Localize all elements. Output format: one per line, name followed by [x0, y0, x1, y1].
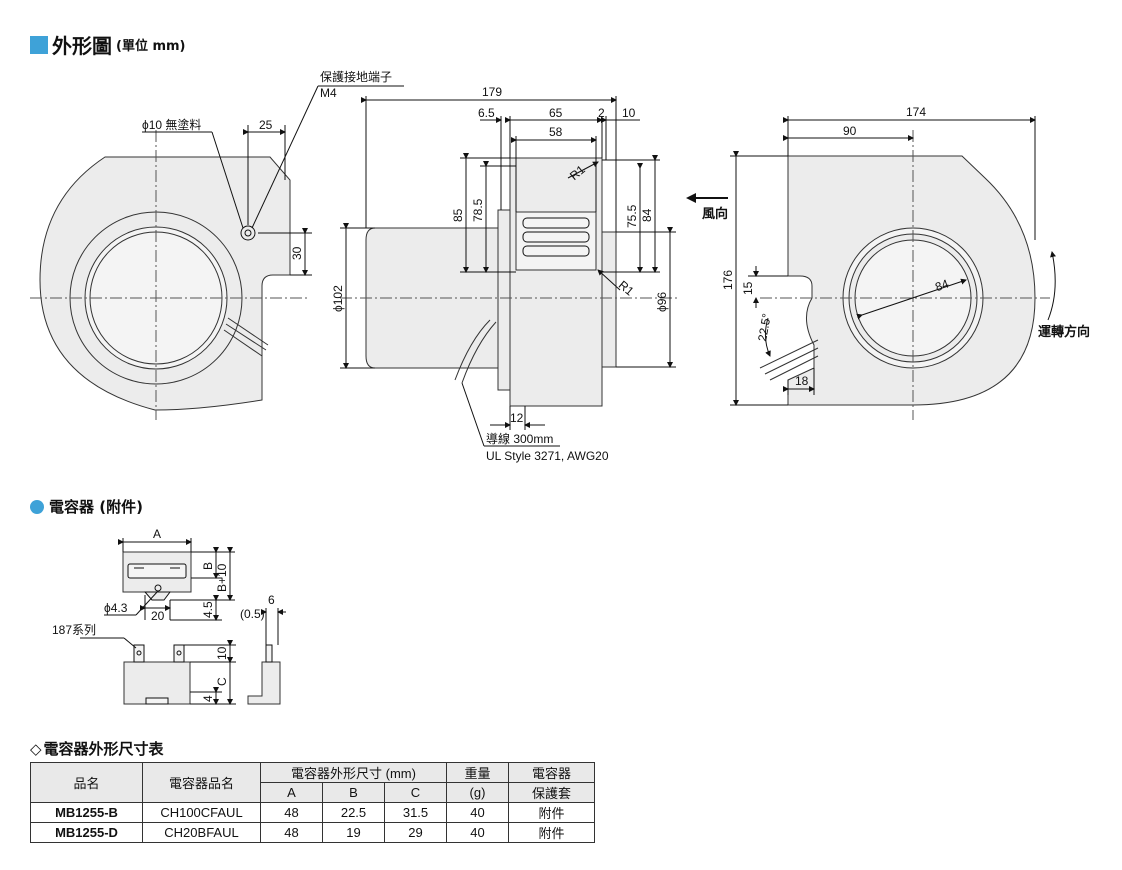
wind-arrow-icon — [686, 193, 728, 203]
dim-179: 179 — [482, 85, 502, 99]
cell-b: 22.5 — [322, 802, 385, 823]
section-dot-icon — [30, 499, 44, 514]
dim-174: 174 — [906, 105, 926, 119]
col-header-model: 品名 — [30, 762, 143, 803]
cell-model: MB1255-D — [30, 822, 143, 843]
col-header-weight: 重量 — [446, 762, 509, 783]
wind-direction-label: 風向 — [702, 206, 728, 221]
dim-84-dia: 84 — [933, 276, 951, 294]
cell-b: 19 — [322, 822, 385, 843]
dim-6-5: 6.5 — [478, 106, 495, 120]
dim-75-5: 75.5 — [625, 204, 639, 228]
cell-cover: 附件 — [508, 822, 595, 843]
cell-cap: CH100CFAUL — [142, 802, 261, 823]
col-header-dims: 電容器外形尺寸 (mm) — [260, 762, 447, 783]
capacitor-heading: 電容器 (附件) — [30, 496, 143, 517]
dim-12: 12 — [510, 411, 524, 425]
table-row: MB1255-B CH100CFAUL 48 22.5 31.5 40 附件 — [30, 802, 595, 823]
cap-dim-4-5: 4.5 — [201, 601, 215, 618]
capacitor-title: 電容器 (附件) — [49, 498, 143, 516]
cell-weight: 40 — [446, 822, 509, 843]
col-header-b: B — [322, 782, 385, 803]
cap-dim-20: 20 — [151, 609, 165, 623]
cell-weight: 40 — [446, 802, 509, 823]
col-header-cap-model: 電容器品名 — [142, 762, 261, 803]
cell-a: 48 — [260, 822, 323, 843]
cap-dim-c: C — [215, 677, 229, 686]
diamond-icon: ◇ — [30, 739, 42, 758]
dim-58: 58 — [549, 125, 563, 139]
cap-dim-10: 10 — [215, 646, 229, 660]
cell-c: 29 — [384, 822, 447, 843]
cap-dim-0-5: (0.5) — [240, 607, 265, 621]
dim-85: 85 — [451, 208, 465, 222]
cell-a: 48 — [260, 802, 323, 823]
col-header-a: A — [260, 782, 323, 803]
back-view — [730, 116, 1056, 420]
col-header-cover-2: 保護套 — [508, 782, 595, 803]
title-text: 外形圖 — [52, 34, 112, 58]
dim-r1-bottom: R1 — [616, 278, 637, 299]
dim-84-side: 84 — [640, 208, 654, 222]
lead-wire-label: 導線 300mm — [486, 431, 553, 446]
fan-outline-drawing: ϕ10 無塗料 25 30 保護接地端子 M4 — [30, 69, 1090, 463]
col-header-c: C — [384, 782, 447, 803]
ground-screw-label: M4 — [320, 86, 337, 100]
dim-30: 30 — [290, 246, 304, 260]
cell-model: MB1255-B — [30, 802, 143, 823]
dim-phi96: ϕ96 — [655, 292, 669, 312]
title-unit: (單位 mm) — [116, 39, 186, 54]
cap-dim-b10: B+10 — [215, 563, 229, 592]
table-row: MB1255-D CH20BFAUL 48 19 29 40 附件 — [30, 822, 595, 843]
cell-c: 31.5 — [384, 802, 447, 823]
dim-25: 25 — [259, 118, 273, 132]
capacitor-drawing: A B B+10 ϕ4.3 20 4.5 6 (0.5) 10 187系列 C … — [52, 527, 286, 705]
cell-cap: CH20BFAUL — [142, 822, 261, 843]
dim-15: 15 — [741, 281, 755, 295]
dim-78-5: 78.5 — [471, 198, 485, 222]
table-title: 電容器外形尺寸表 — [43, 740, 164, 758]
cap-dim-b: B — [201, 562, 215, 570]
side-view — [340, 96, 680, 447]
dim-10: 10 — [622, 106, 636, 120]
lead-spec-label: UL Style 3271, AWG20 — [486, 449, 609, 463]
dim-2: 2 — [598, 106, 605, 120]
dim-65: 65 — [549, 106, 563, 120]
dim-176: 176 — [721, 270, 735, 290]
ground-terminal-label: 保護接地端子 — [320, 69, 392, 84]
section-marker-icon — [30, 35, 48, 54]
col-header-weight-unit: (g) — [446, 782, 509, 803]
capacitor-spec-table: 品名 電容器品名 電容器外形尺寸 (mm) 重量 電容器 A B C (g) 保… — [30, 762, 595, 843]
cap-dim-6: 6 — [268, 593, 275, 607]
dim-22-5: 22.5° — [755, 312, 774, 342]
cap-dim-4: 4 — [201, 695, 215, 702]
cap-dim-a: A — [153, 527, 161, 541]
cap-terminal-label: 187系列 — [52, 623, 96, 637]
dim-90: 90 — [843, 124, 857, 138]
hole-note: ϕ10 無塗料 — [142, 117, 201, 132]
rotation-direction-label: 運轉方向 — [1038, 324, 1090, 339]
col-header-cover: 電容器 — [508, 762, 595, 783]
page-title: 外形圖 (單位 mm) — [30, 30, 186, 59]
cap-dim-phi4-3: ϕ4.3 — [104, 601, 128, 615]
table-heading: ◇ 電容器外形尺寸表 — [30, 738, 164, 759]
cell-cover: 附件 — [508, 802, 595, 823]
dim-phi102: ϕ102 — [331, 285, 345, 312]
dim-18: 18 — [795, 374, 809, 388]
front-view — [30, 85, 404, 420]
